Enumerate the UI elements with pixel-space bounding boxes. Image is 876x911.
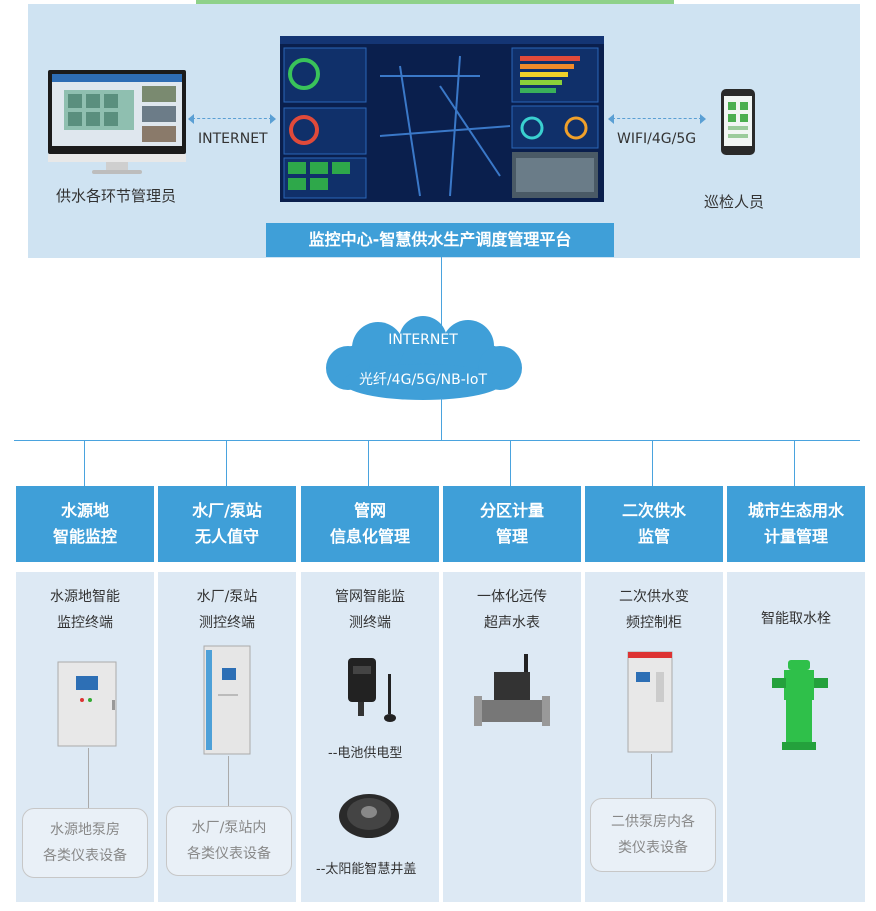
drop-line (368, 440, 369, 486)
column-header-ecological-water: 城市生态用水计量管理 (727, 486, 865, 562)
device-label: 二次供水变频控制柜 (585, 584, 723, 636)
cloud-line-1: INTERNET (388, 332, 458, 348)
control-cabinet-icon (57, 661, 117, 747)
manhole-cover-icon (339, 794, 399, 838)
device-label-line1: 管网智能监 (335, 589, 405, 605)
connector-line (228, 756, 229, 806)
battery-terminal-icon (348, 658, 396, 722)
ultrasonic-meter-icon (474, 654, 550, 726)
cloud-icon (326, 316, 522, 400)
box-line2: 类仪表设备 (618, 840, 688, 856)
column-header-water-plant: 水厂/泵站无人值守 (158, 486, 296, 562)
device-label-line2: 监控终端 (57, 615, 113, 631)
column-title-line1: 水源地 (60, 501, 109, 520)
drop-line (794, 440, 795, 486)
arrow-head-left (608, 114, 614, 124)
column-header-secondary-supply: 二次供水监管 (585, 486, 723, 562)
top-accent-strip (196, 0, 674, 4)
device-label-line2: 测控终端 (199, 615, 255, 631)
monitor-icon (48, 70, 186, 174)
device-label: 智能取水栓 (727, 606, 865, 632)
column-body (443, 572, 581, 902)
device-label-line1: 二次供水变 (619, 589, 689, 605)
column-title-line1: 水厂/泵站 (192, 501, 262, 520)
drop-line (652, 440, 653, 486)
left-network-label: INTERNET (198, 131, 268, 147)
bus-line (14, 440, 860, 441)
connector-line (88, 748, 89, 808)
platform-title: 监控中心-智慧供水生产调度管理平台 (266, 223, 614, 257)
meters-box: 二供泵房内各类仪表设备 (590, 798, 716, 872)
column-header-water-source: 水源地智能监控 (16, 486, 154, 562)
device-label-line2: 频控制柜 (626, 615, 682, 631)
arrow-head-left (188, 114, 194, 124)
column-header-pipe-network: 管网信息化管理 (301, 486, 439, 562)
column-title-line1: 城市生态用水 (747, 501, 844, 520)
right-role-label: 巡检人员 (704, 193, 765, 211)
device-label: 管网智能监测终端 (301, 584, 439, 636)
device-label: 一体化远传超声水表 (443, 584, 581, 636)
arrow-head-right (700, 114, 706, 124)
arrow-head-right (270, 114, 276, 124)
caption-manhole: --太阳能智慧井盖 (316, 862, 417, 877)
drop-line (84, 440, 85, 486)
connector-line (441, 257, 442, 327)
left-role-label: 供水各环节管理员 (56, 187, 177, 205)
box-line1: 水源地泵房 (50, 822, 120, 838)
right-network-label: WIFI/4G/5G (617, 131, 697, 147)
connector-line (651, 754, 652, 798)
column-title-line2: 信息化管理 (329, 527, 410, 546)
caption-battery: --电池供电型 (328, 746, 403, 761)
connector-line (441, 398, 442, 440)
box-line1: 水厂/泵站内 (191, 820, 267, 836)
vfd-cabinet-icon (627, 651, 673, 753)
box-line2: 各类仪表设备 (43, 848, 127, 864)
column-title-line1: 分区计量 (479, 501, 544, 520)
device-label-line2: 超声水表 (484, 615, 540, 631)
drop-line (510, 440, 511, 486)
column-title-line2: 无人值守 (194, 527, 259, 546)
drop-line (226, 440, 227, 486)
hydrant-icon (772, 660, 828, 750)
cloud-line-2: 光纤/4G/5G/NB-IoT (358, 372, 488, 388)
column-title-line2: 管理 (495, 527, 528, 546)
column-title-line1: 管网 (353, 501, 386, 520)
meters-box: 水厂/泵站内各类仪表设备 (166, 806, 292, 876)
meters-box: 水源地泵房各类仪表设备 (22, 808, 148, 878)
box-line1: 二供泵房内各 (611, 814, 695, 830)
device-label: 水源地智能监控终端 (16, 584, 154, 636)
box-line2: 各类仪表设备 (187, 846, 271, 862)
device-label-line1: 一体化远传 (477, 589, 547, 605)
column-title-line1: 二次供水 (621, 501, 686, 520)
right-link-arrow (612, 118, 702, 119)
column-title-line2: 监管 (637, 527, 670, 546)
device-label: 水厂/泵站测控终端 (158, 584, 296, 636)
dashboard-screen-image (280, 36, 604, 202)
left-link-arrow (192, 118, 272, 119)
device-label-line1: 智能取水栓 (761, 611, 831, 627)
column-body (301, 572, 439, 902)
column-header-district-metering: 分区计量管理 (443, 486, 581, 562)
column-title-line2: 计量管理 (763, 527, 828, 546)
device-label-line2: 测终端 (349, 615, 391, 631)
device-label-line1: 水源地智能 (50, 589, 120, 605)
device-label-line1: 水厂/泵站 (196, 589, 258, 605)
column-title-line2: 智能监控 (52, 527, 117, 546)
smartphone-icon (721, 89, 755, 155)
rtu-cabinet-icon (203, 645, 251, 755)
